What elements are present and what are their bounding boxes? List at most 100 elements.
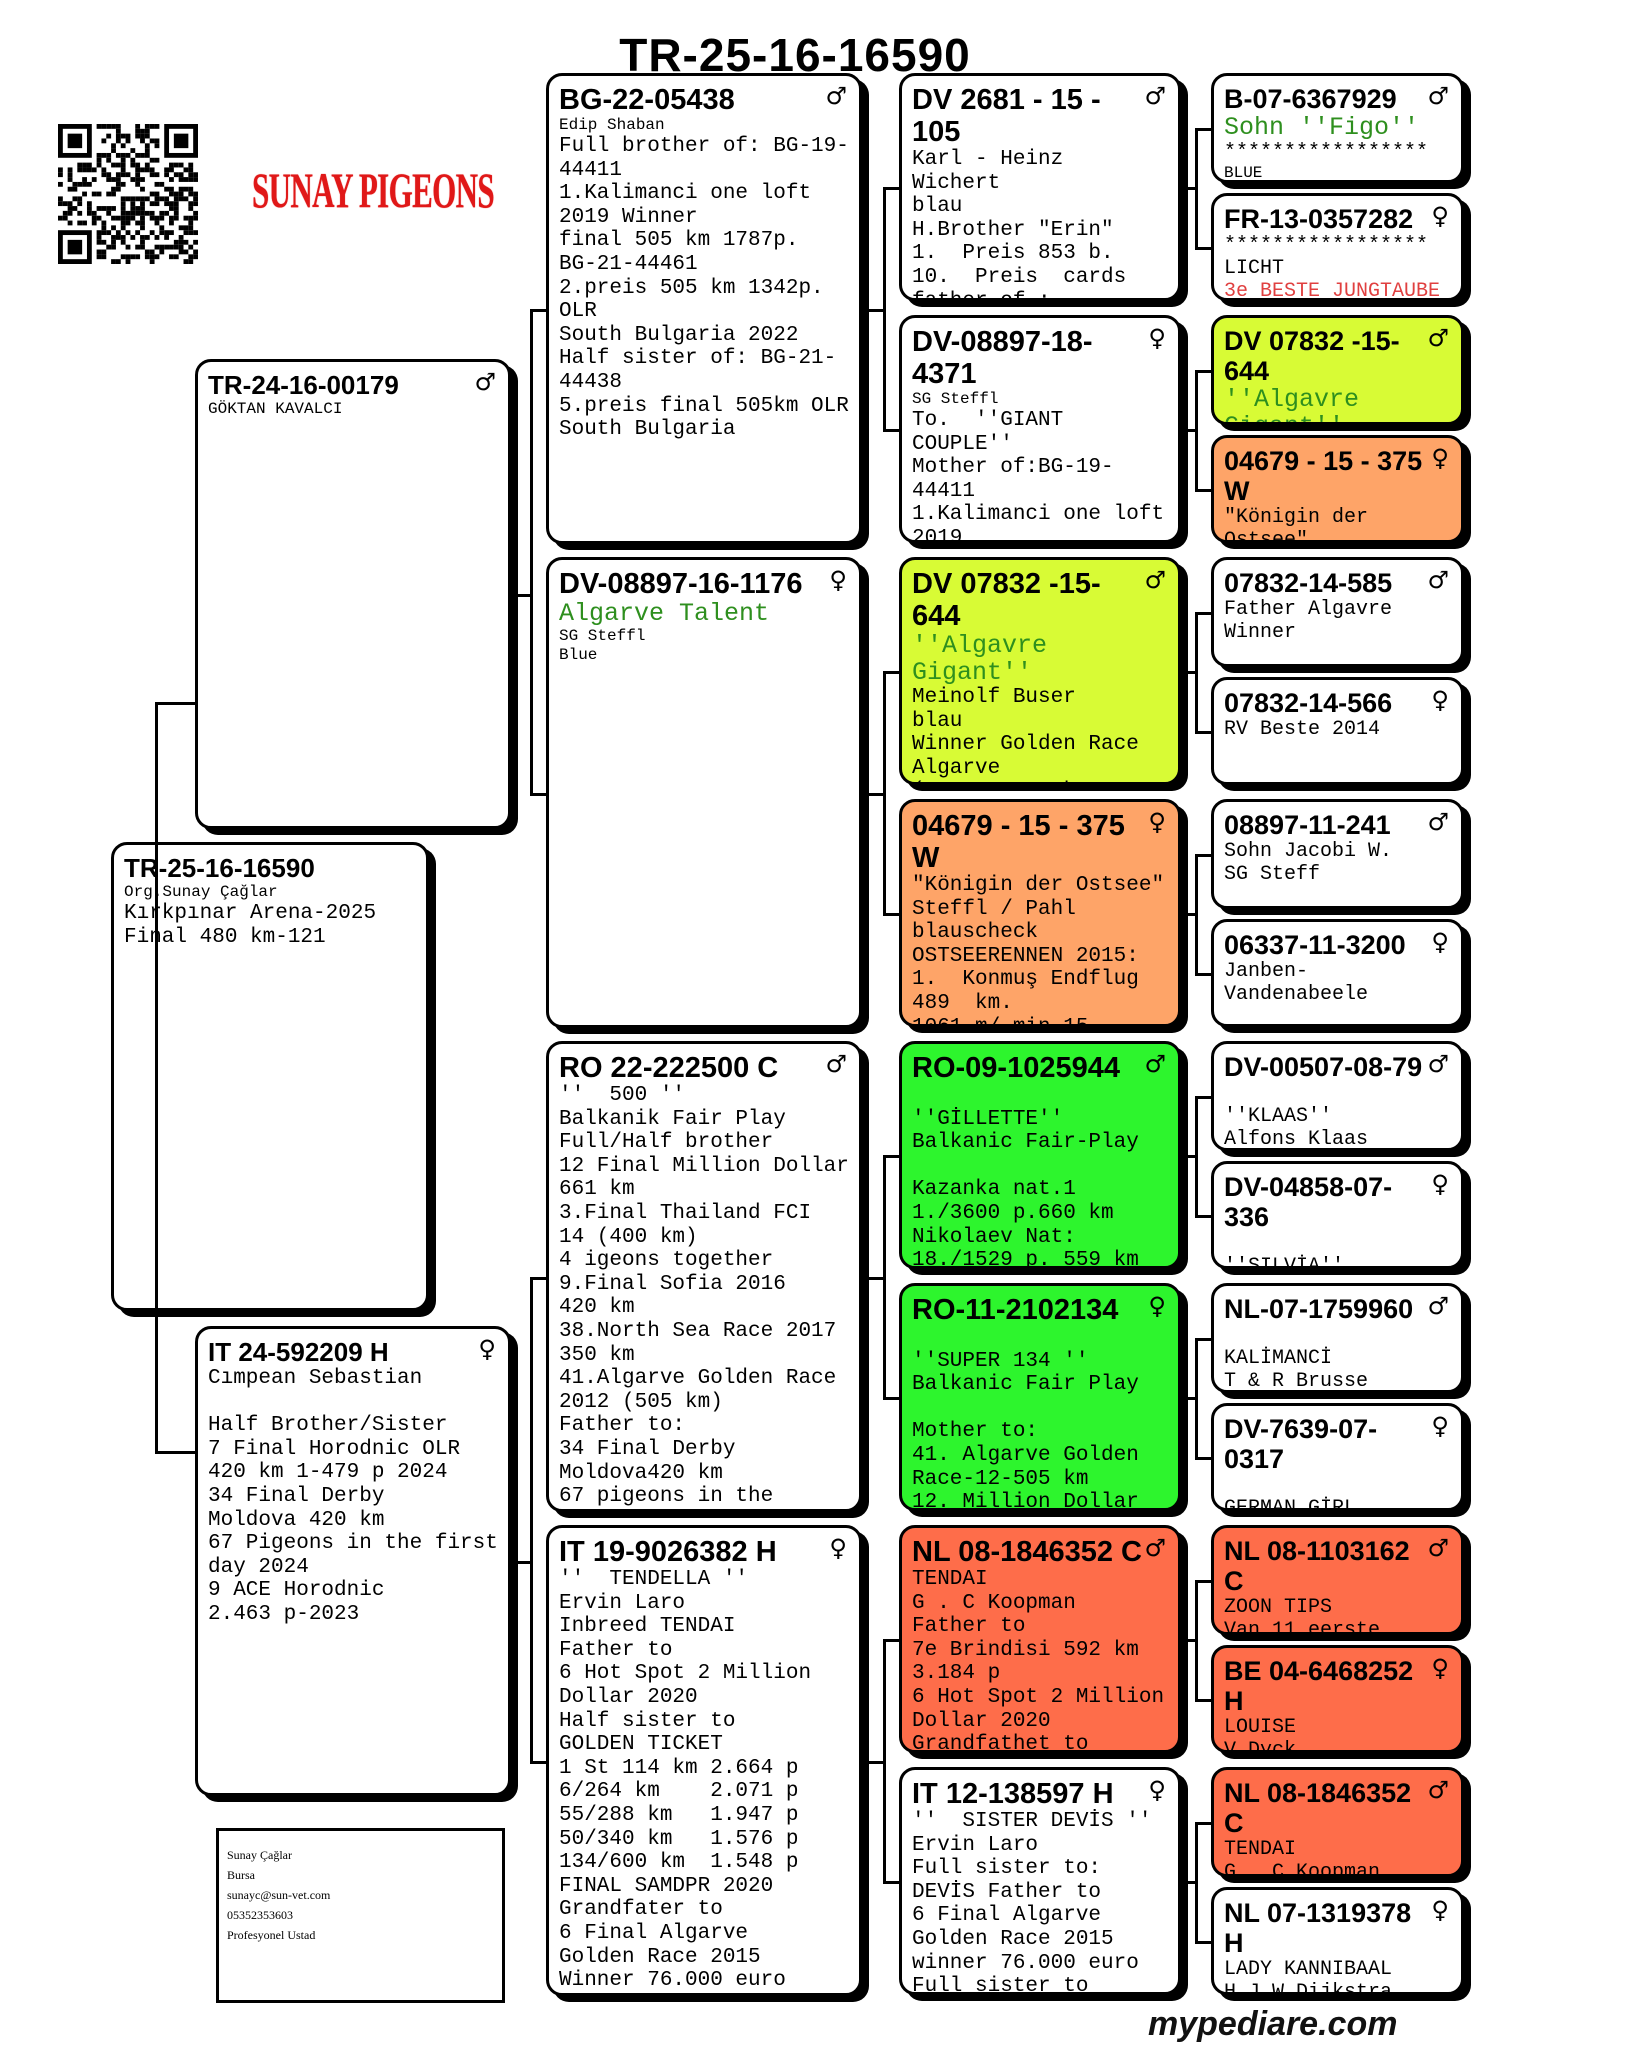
- ring-number: TR-24-16-00179: [208, 370, 399, 400]
- pedigree-card-gen4[interactable]: IT 12-138597 H♀'' SISTER DEVİS ''Ervin L…: [899, 1767, 1181, 1995]
- pedigree-card-gen2[interactable]: IT 24-592209 H♀Cımpean Sebastian Half Br…: [195, 1326, 511, 1796]
- card-text-line: Winner Golden Race: [912, 733, 1139, 757]
- card-text-line: day 2024: [208, 1555, 309, 1579]
- connector-line: [1181, 1881, 1195, 1884]
- connector-line: [1195, 973, 1211, 976]
- card-text-line: Org.Sunay Çağlar: [124, 883, 278, 901]
- ring-number: DV-04858-07-336: [1224, 1172, 1393, 1232]
- pedigree-card-gen4[interactable]: RO-11-2102134♀ ''SUPER 134 ''Balkanic Fa…: [899, 1283, 1181, 1511]
- card-text-line: Full/Half brother: [559, 1131, 774, 1155]
- ring-number: IT 24-592209 H: [208, 1337, 389, 1367]
- breeder-title: Profesyonel Ustad: [227, 1928, 316, 1942]
- female-icon: ♀: [1431, 928, 1449, 956]
- card-text-line: Sohn Jacobi W.: [1224, 840, 1393, 863]
- ring-number: NL 08-1103162 C: [1224, 1536, 1410, 1596]
- pedigree-card-gen3[interactable]: IT 19-9026382 H♀'' TENDELLA ''Ervin Laro…: [546, 1525, 862, 1996]
- card-text-line: Meinolf Buser: [912, 686, 1076, 709]
- male-icon: ♂: [1144, 566, 1166, 594]
- male-icon: ♂: [474, 368, 496, 396]
- connector-line: [862, 1276, 883, 1280]
- male-icon: ♂: [1427, 82, 1449, 110]
- card-text-line: 6 Final Algarve: [559, 1921, 749, 1945]
- card-text-line: SG Steff: [1224, 863, 1321, 886]
- connector-line: [1181, 671, 1195, 674]
- pedigree-card-gen5[interactable]: DV-04858-07-336♀ ''SILVİA''werner A Wald…: [1211, 1161, 1464, 1269]
- pedigree-card-gen5[interactable]: DV-00507-08-79♂ ''KLAAS''Alfons Klaas: [1211, 1041, 1464, 1151]
- card-text-line: [208, 1391, 498, 1415]
- pedigree-card-gen5[interactable]: DV-7639-07-0317♀ GERMAN GİRLJosef Luttma…: [1211, 1403, 1464, 1511]
- card-text-line: Ervin Laro: [912, 1833, 1039, 1857]
- ring-number: DV-00507-08-79: [1224, 1052, 1423, 1082]
- connector-line: [1181, 1397, 1195, 1400]
- card-text-line: 41. Algarve Golden: [912, 1443, 1139, 1467]
- pedigree-title: TR-25-16-16590: [619, 29, 971, 81]
- pedigree-card-gen5[interactable]: B-07-6367929♂Sohn ''Figo''**************…: [1211, 73, 1464, 183]
- pedigree-card-gen5[interactable]: 04679 - 15 - 375 W♀"Königin der Ostsee": [1211, 435, 1464, 543]
- pedigree-card-gen4[interactable]: 04679 - 15 - 375 W♀"Königin der Ostsee"S…: [899, 799, 1181, 1027]
- male-icon: ♂: [1144, 1534, 1166, 1562]
- pedigree-card-gen5[interactable]: 06337-11-3200♀Janben-Vandenabeele: [1211, 919, 1464, 1027]
- male-icon: ♂: [1427, 324, 1449, 352]
- card-text-line: H.Brother "Erin": [912, 218, 1114, 242]
- connector-line: [883, 1155, 886, 1400]
- connector-line: [155, 702, 195, 705]
- ring-number: TR-25-16-16590: [124, 853, 315, 883]
- connector-line: [883, 187, 899, 190]
- connector-line: [1195, 370, 1211, 373]
- card-text-line: V.Dyck: [1224, 1739, 1297, 1753]
- ring-number: DV 07832 -15-644: [912, 568, 1101, 632]
- pedigree-card-gen5[interactable]: 08897-11-241♂Sohn Jacobi W.SG Steff: [1211, 799, 1464, 909]
- ring-number: 04679 - 15 - 375 W: [912, 810, 1125, 874]
- connector-line: [862, 792, 883, 796]
- card-text-line: 420 km 1-479 p 2024: [208, 1461, 448, 1485]
- connector-line: [1195, 128, 1211, 131]
- female-icon: ♀: [1148, 808, 1166, 836]
- card-text-line: Moldova 420 km: [208, 1508, 385, 1532]
- male-icon: ♂: [1427, 566, 1449, 594]
- card-text-line: ''Algavre Gigant'': [912, 631, 1063, 687]
- card-text-line: GERMAN GİRL: [1224, 1497, 1357, 1511]
- ring-number: IT 19-9026382 H: [559, 1536, 777, 1568]
- pedigree-card-gen5[interactable]: DV 07832 -15-644♂''Algavre Gigant'': [1211, 315, 1464, 425]
- footer-site-link[interactable]: mypediare.com: [1148, 2005, 1398, 2043]
- card-text-line: 4 igeons together: [559, 1249, 774, 1273]
- male-icon: ♂: [825, 1050, 847, 1078]
- connector-line: [1195, 1941, 1211, 1944]
- card-text-line: Grandfater to: [559, 1898, 723, 1922]
- pedigree-card-gen2[interactable]: TR-24-16-00179♂GÖKTAN KAVALCI: [195, 359, 511, 829]
- card-text-line: Half sister to: [559, 1709, 736, 1733]
- pedigree-card-gen3[interactable]: RO 22-222500 C♂'' 500 ''Balkanik Fair Pl…: [546, 1041, 862, 1512]
- card-text-line: 2019: [912, 526, 963, 543]
- card-text-line: Winner: [1224, 621, 1297, 644]
- card-text-line: LOUISE: [1224, 1716, 1297, 1739]
- breeder-email[interactable]: sunayc@sun-vet.com: [227, 1888, 331, 1902]
- card-text-line: South Bulgaria: [559, 418, 736, 442]
- card-text-line: G . C Koopman: [912, 1591, 1076, 1615]
- connector-line: [1195, 612, 1211, 615]
- card-text-line: 9 ACE Horodnic: [208, 1579, 385, 1603]
- card-text-line: To. ''GIANT COUPLE'': [912, 409, 1076, 456]
- card-text-line: 2.463 p-2023: [208, 1602, 360, 1626]
- pedigree-card-gen5[interactable]: 07832-14-566♀RV Beste 2014: [1211, 677, 1464, 785]
- card-text-line: Grandfathet to: [912, 1733, 1089, 1753]
- pedigree-card-gen4[interactable]: RO-09-1025944♂ ''GİLLETTE''Balkanic Fair…: [899, 1041, 1181, 1269]
- card-text-line: (2015 505 km , 1007: [912, 780, 1168, 782]
- card-text-line: 1.Kalimanci one loft: [912, 503, 1165, 527]
- connector-line: [883, 1397, 899, 1400]
- pedigree-card-gen4[interactable]: DV 07832 -15-644 ♂ ''Algavre Gigant''Meino…: [899, 557, 1181, 785]
- card-text-line: 67 Pigeons in the first: [208, 1532, 498, 1556]
- card-text-line: ''GİLLETTE'': [912, 1107, 1064, 1131]
